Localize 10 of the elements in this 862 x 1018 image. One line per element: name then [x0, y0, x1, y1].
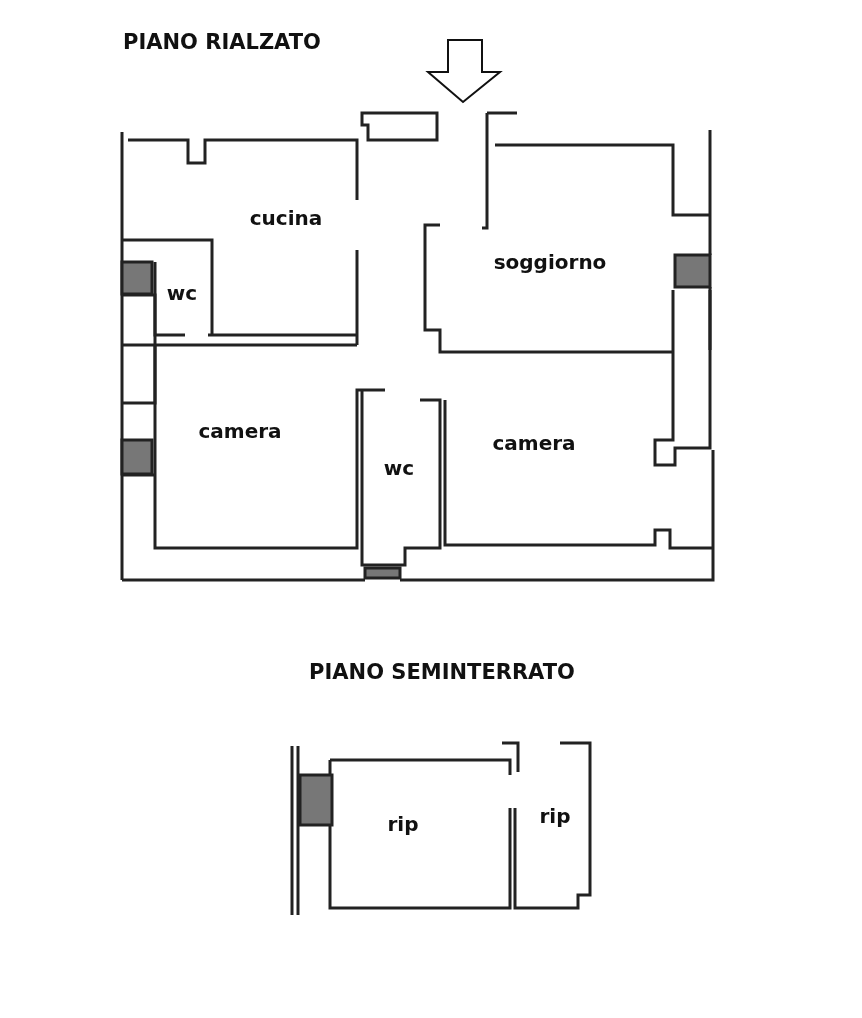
room-label: wc	[166, 281, 198, 305]
floor-heading: PIANO RIALZATO	[123, 30, 321, 54]
room-label: rip	[539, 804, 571, 828]
room-label: camera	[492, 431, 576, 455]
room-label: cucina	[249, 206, 323, 230]
room-label: rip	[387, 812, 419, 836]
room-label: soggiorno	[493, 250, 607, 274]
room-label: wc	[383, 456, 415, 480]
floor-heading: PIANO SEMINTERRATO	[309, 660, 575, 684]
room-label: camera	[198, 419, 282, 443]
